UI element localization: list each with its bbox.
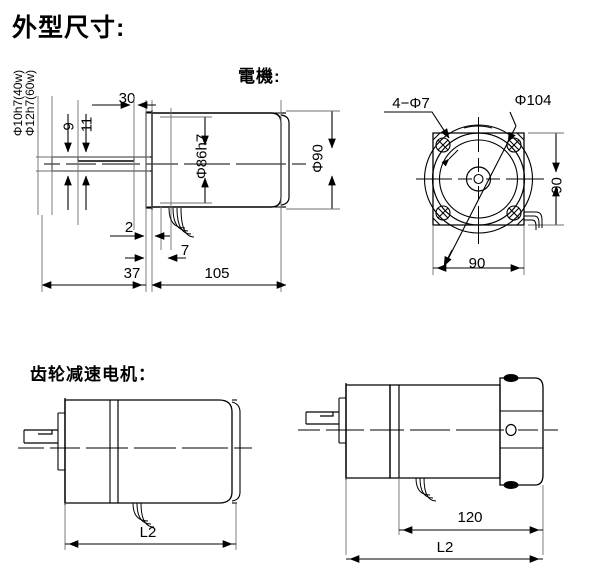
label-pilot-circle-dia104: Φ104 — [514, 92, 552, 109]
dim-gear-motor-right-L2: L2 — [436, 539, 454, 556]
dim-body-length-105: 105 — [204, 265, 230, 282]
dim-shaft-length-37: 37 — [123, 265, 141, 282]
dim-offset-7: 7 — [180, 242, 190, 259]
dim-gear-motor-right-120: 120 — [457, 509, 483, 526]
label-mounting-holes-4-dia7: 4−Φ7 — [392, 95, 430, 112]
section-label-gear-motor: 齿轮减速电机： — [30, 365, 156, 384]
section-label-motor: 電機: — [238, 67, 281, 86]
dim-gap-2: 2 — [124, 219, 134, 236]
page-title: 外型尺寸: — [12, 14, 126, 42]
dim-gear-motor-left-L2: L2 — [139, 524, 157, 541]
